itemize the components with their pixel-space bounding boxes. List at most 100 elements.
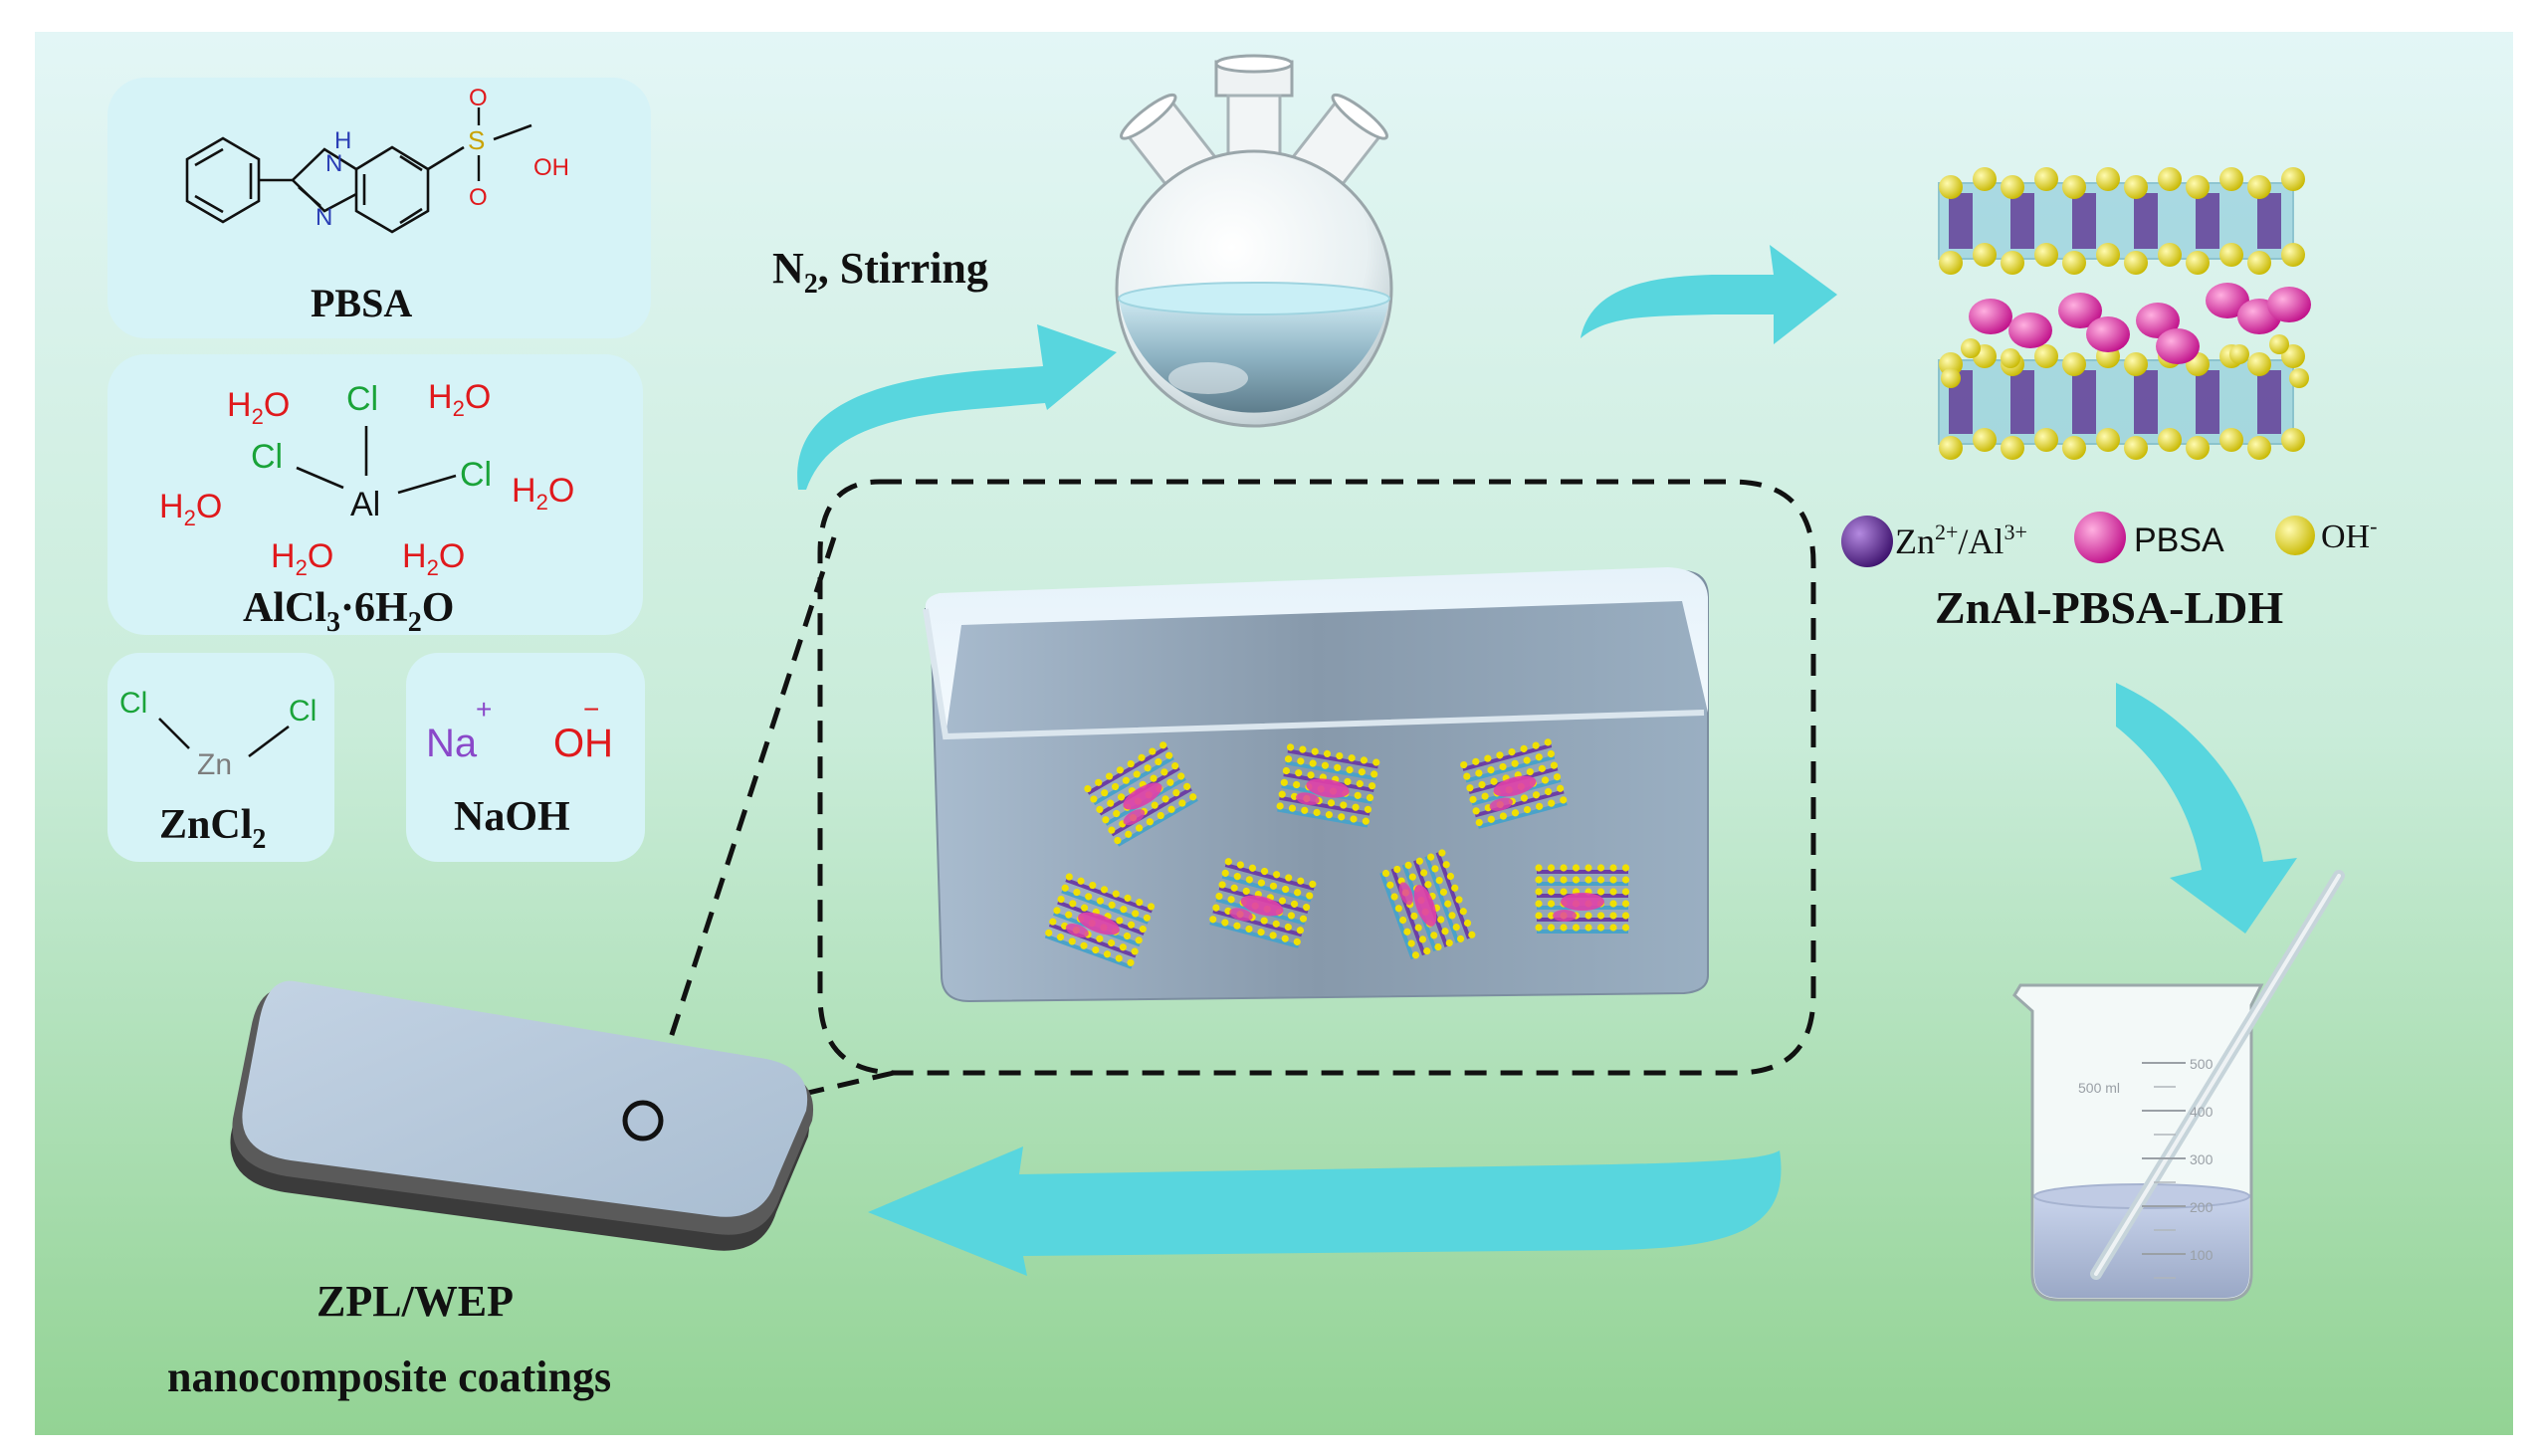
oh-atom [1939,251,1963,275]
graduation-label: 500 [2190,1056,2214,1072]
pbsa-atom-n2: N [316,204,332,231]
graduation-label: 400 [2190,1104,2214,1120]
oh-atom [2001,175,2024,199]
water-4: H2O [512,472,574,515]
legend-oh-ball [2275,516,2315,555]
ldh-nanosheet-clusters [1044,738,1630,969]
step1-label: N2, Stirring [772,244,988,300]
oh-atom [2096,428,2120,452]
oh-atom [2034,167,2058,191]
alcl3-cl-right: Cl [460,456,492,494]
sample-spot [622,1100,664,1142]
ldh-pbsa-interlayer [1941,283,2311,388]
oh-atom [2269,334,2289,354]
callout-leader-top [648,536,837,1100]
ldh-name: ZnAl-PBSA-LDH [1935,582,2283,633]
oh-atom [2247,251,2271,275]
nanosheet-cluster [1209,858,1317,948]
pbsa-molecule [1969,299,2012,334]
oh-atom [2186,251,2210,275]
svg-text:H2O: H2O [227,386,290,429]
oh-atom [2062,175,2086,199]
legend-oh-label: OH- [2321,514,2377,555]
pbsa-molecule [2156,328,2200,364]
oh-atom [1939,175,1963,199]
zncl2-center-atom: Zn [197,748,232,781]
zncl2-panel: Zn Cl Cl ZnCl2 [107,653,334,862]
oh-atom [2219,243,2243,267]
svg-text:H2O: H2O [402,537,465,580]
legend-zn-al-label: Zn2+/Al3+ [1895,520,2027,561]
pbsa-structure [185,123,532,234]
pbsa-molecule [2136,303,2180,338]
pbsa-atom-h: H [334,127,351,154]
arrow-to-beaker [2116,683,2297,934]
zncl2-cl-right: Cl [289,695,316,728]
oh-atom [2247,175,2271,199]
oh-atom [1973,428,1997,452]
oh-atom [2001,436,2024,460]
oh-atom [2158,428,2182,452]
arrow-to-coating [868,1146,1782,1276]
water-6: H2O [402,537,465,580]
water-3: H2O [159,488,222,530]
pbsa-molecule [2058,293,2102,328]
alcl3-cl-left: Cl [251,438,283,476]
oh-atom [2158,167,2182,191]
oh-atom [2186,175,2210,199]
oh-atom [2281,167,2305,191]
oh-atom [2034,243,2058,267]
pbsa-atom-s: S [468,125,485,155]
oh-atom [2001,348,2020,368]
coating-name-line2: nanocomposite coatings [167,1352,611,1401]
pbsa-atom-oh: OH [533,154,569,181]
callout-dashed-frame [817,479,1816,1076]
oh-atom [2124,251,2148,275]
naoh-panel: Na + OH − NaOH [406,653,645,862]
graduation-label: 200 [2190,1199,2214,1215]
pbsa-molecule [2008,312,2052,348]
nanosheet-cluster [1276,743,1380,828]
oh-atom [2247,436,2271,460]
oh-atom [2124,175,2148,199]
water-2: H2O [428,378,491,421]
pbsa-molecule [2267,287,2311,322]
alcl3-cl-top: Cl [346,380,378,418]
svg-text:H2O: H2O [271,537,333,580]
nanosheet-cluster [1044,873,1156,969]
oh-atom [2034,344,2058,368]
svg-text:H2O: H2O [159,488,222,530]
graduation-label: 100 [2190,1247,2214,1263]
oh-atom [2062,352,2086,376]
naoh-name: NaOH [454,794,570,840]
oh-atom [1973,243,1997,267]
oh-atom [2124,436,2148,460]
oh-atom [2247,352,2271,376]
oh-atom [2062,251,2086,275]
oh-atom [1973,167,1997,191]
ldh-legend: Zn2+/Al3+ PBSA OH- [1841,512,2377,567]
naoh-anion-charge: − [583,694,599,725]
pbsa-atom-o2: O [469,184,488,211]
water-1: H2O [227,386,290,429]
ldh-hydroxide-layer [1938,167,2305,275]
coating-tray [923,567,1709,1003]
oh-atom [2289,368,2309,388]
oh-atom [2096,167,2120,191]
alcl3-panel: Al Cl Cl Cl H2O H2O H2O H2O H2O H2O AlCl… [107,354,643,638]
pbsa-molecule [2086,316,2130,352]
oh-atom [2281,243,2305,267]
nanosheet-cluster [1460,738,1568,829]
pbsa-name: PBSA [311,281,412,325]
oh-atom [2096,243,2120,267]
oh-atom [2158,243,2182,267]
three-neck-flask [1115,54,1393,428]
legend-pbsa-ball [2074,512,2126,563]
nanosheet-cluster [1535,864,1630,934]
nanosheet-cluster [1084,741,1198,847]
coating-name-line1: ZPL/WEP [316,1277,514,1326]
oh-atom [2062,436,2086,460]
